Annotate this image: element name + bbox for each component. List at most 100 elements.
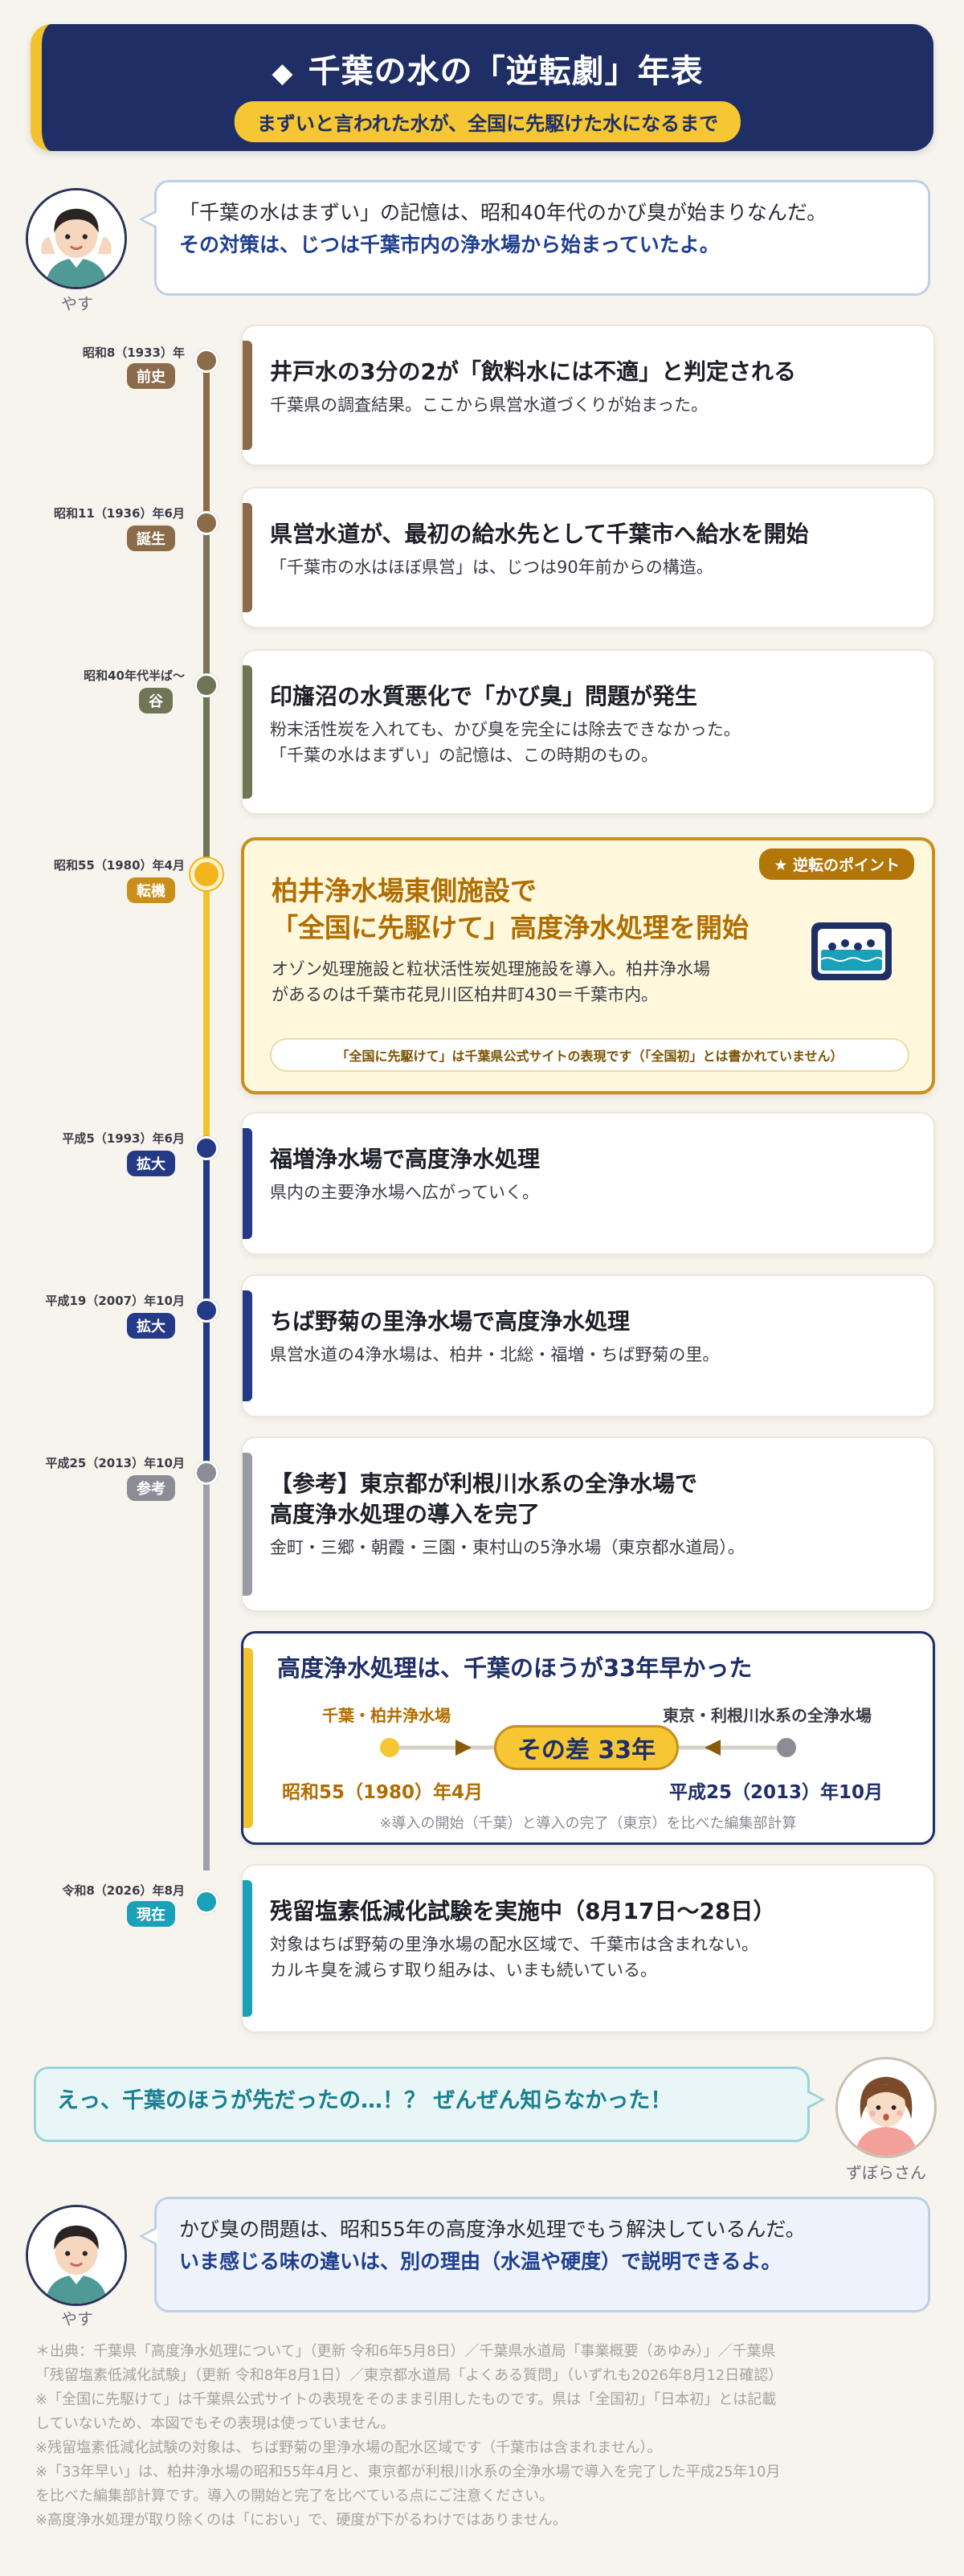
timeline-node	[194, 349, 219, 373]
comparison-box: 高度浄水処理は、千葉のほうが33年早かった 千葉・柏井浄水場 東京・利根川水系の…	[241, 1631, 935, 1845]
timeline-tag: 転機	[127, 877, 175, 903]
timeline-node	[194, 673, 219, 697]
reply-bubble: えっ、千葉のほうが先だったの…！？ ぜんぜん知らなかった！	[34, 2067, 825, 2142]
timeline-date: 平成19（2007）年10月	[45, 1294, 186, 1308]
page-title: ◆ 千葉の水の「逆転劇」年表	[42, 45, 933, 92]
comparison-left-label: 千葉・柏井浄水場	[322, 1706, 451, 1725]
timeline-card-1936: 県営水道が、最初の給水先として千葉市へ給水を開始 「千葉市の水はほぼ県営」は、じ…	[241, 487, 935, 628]
timeline-date: 平成25（2013）年10月	[45, 1456, 186, 1470]
speaker-name-intro: やす	[61, 294, 93, 313]
highlight-note: 「全国に先駆けて」は千葉県公式サイトの表現です（「全国初」とは書かれていません）	[270, 1038, 909, 1072]
card-body: 粉末活性炭を入れても、かび臭を完全には除去できなかった。 「千葉の水はまずい」の…	[270, 717, 908, 768]
highlight-title-line-1: 柏井浄水場東側施設で	[272, 875, 537, 906]
timeline-card-2026: 残留塩素低減化試験を実施中（8月17日〜28日） 対象はちば野菊の里浄水場の配水…	[241, 1864, 935, 2033]
comparison-right-label: 東京・利根川水系の全浄水場	[663, 1706, 872, 1725]
timeline-tag: 拡大	[127, 1151, 175, 1176]
card-body-line: カルキ臭を減らす取り組みは、いまも続いている。	[270, 1961, 657, 1980]
comparison-left-date: 昭和55（1980）年4月	[282, 1782, 484, 1803]
card-title: 県営水道が、最初の給水先として千葉市へ給水を開始	[270, 521, 809, 547]
card-title-line: 【参考】東京都が利根川水系の全浄水場で	[270, 1470, 698, 1497]
boy-avatar-icon	[28, 190, 125, 287]
timeline-card-2007: ちば野菊の里浄水場で高度浄水処理 県営水道の4浄水場は、柏井・北総・福増・ちば野…	[241, 1274, 935, 1417]
timeline-date: 平成5（1993）年6月	[62, 1131, 185, 1146]
timeline-date: 令和8（2026）年8月	[62, 1883, 185, 1898]
card-body: 県営水道の4浄水場は、柏井・北総・福増・ちば野菊の里。	[270, 1345, 720, 1364]
card-body: 「千葉市の水はほぼ県営」は、じつは90年前からの構造。	[270, 558, 713, 577]
timeline-tag: 谷	[139, 688, 173, 714]
intro-bubble: 「千葉の水はまずい」の記憶は、昭和40年代のかび臭が始まりなんだ。 その対策は、…	[139, 180, 930, 296]
timeline-tag: 前史	[127, 363, 175, 389]
card-body: 千葉県の調査結果。ここから県営水道づくりが始まった。	[270, 395, 709, 415]
footnote-line: 「残留塩素低減化試験」（更新 令和8年8月1日）／東京都水道局「よくある質問」（…	[35, 2367, 783, 2384]
page-title-text: 千葉の水の「逆転劇」年表	[308, 53, 704, 90]
page-subtitle: まずいと言われた水が、全国に先駆けた水になるまで	[234, 101, 741, 142]
card-body-line: 対象はちば野菊の里浄水場の配水区域で、千葉市は含まれない。	[270, 1935, 759, 1954]
timeline-node	[194, 1136, 219, 1160]
card-title-line: 高度浄水処理の導入を完了	[270, 1501, 541, 1527]
timeline-tag: 参考	[127, 1475, 175, 1501]
footnote-line: していないため、本図でもその表現は使っていません。	[35, 2415, 395, 2432]
avatar-yasu	[26, 188, 127, 289]
boy-avatar-icon	[28, 2207, 125, 2304]
speaker-name-closing: やす	[61, 2309, 93, 2329]
comparison-note: ※導入の開始（千葉）と導入の完了（東京）を比べた編集部計算	[379, 1815, 797, 1832]
avatar-zubora	[835, 2057, 937, 2158]
card-body-line: 「千葉の水はまずい」の記憶は、この時期のもの。	[270, 746, 658, 765]
timeline-node-highlight	[190, 858, 223, 890]
timeline-segment	[203, 683, 210, 874]
girl-avatar-icon	[838, 2059, 934, 2156]
card-body: 対象はちば野菊の里浄水場の配水区域で、千葉市は含まれない。 カルキ臭を減らす取り…	[270, 1932, 908, 1983]
reply-text: えっ、千葉のほうが先だったの…！？ ぜんぜん知らなかった！	[57, 2088, 672, 2113]
timeline-segment	[203, 362, 210, 522]
difference-pill: その差 33年	[494, 1725, 679, 1770]
card-title: 福増浄水場で高度浄水処理	[270, 1146, 541, 1172]
closing-bubble: かび臭の問題は、昭和55年の高度浄水処理でもう解決しているんだ。 いま感じる味の…	[139, 2197, 930, 2312]
timeline-tag: 誕生	[127, 525, 175, 551]
intro-line-2: その対策は、じつは千葉市内の浄水場から始まっていたよ。	[179, 233, 720, 256]
card-title: 【参考】東京都が利根川水系の全浄水場で 高度浄水処理の導入を完了	[270, 1469, 908, 1530]
timeline-tag: 現在	[127, 1901, 175, 1927]
footnote-line: を比べた編集部計算です。導入の開始と完了を比べている点にご注意ください。	[35, 2488, 554, 2504]
card-body: 県内の主要浄水場へ広がっていく。	[270, 1183, 539, 1202]
footnote-line: ※「全国に先駆けて」は千葉県公式サイトの表現をそのまま引用したものです。県は「全…	[35, 2391, 777, 2408]
closing-line-1: かび臭の問題は、昭和55年の高度浄水処理でもう解決しているんだ。	[179, 2218, 806, 2241]
highlight-body: オゾン処理施設と粒状活性炭処理施設を導入。柏井浄水場 があるのは千葉市花見川区柏…	[272, 956, 786, 1008]
closing-line-2: いま感じる味の違いは、別の理由（水温や硬度）で説明できるよ。	[179, 2250, 782, 2273]
timeline-segment	[203, 522, 210, 683]
timeline-card-1933: 井戸水の3分の2が「飲料水には不適」と判定される 千葉県の調査結果。ここから県営…	[241, 325, 935, 466]
comparison-title: 高度浄水処理は、千葉のほうが33年早かった	[277, 1654, 753, 1682]
turning-point-badge: ★ 逆転のポイント	[759, 848, 914, 880]
card-title: ちば野菊の里浄水場で高度浄水処理	[270, 1308, 631, 1335]
speaker-name-reply: ずぼらさん	[846, 2163, 926, 2182]
timeline-tag: 拡大	[127, 1313, 175, 1339]
timeline-segment	[203, 1469, 210, 1871]
footnote-line: ※「33年早い」は、柏井浄水場の昭和55年4月と、東京都が利根川水系の全浄水場で…	[35, 2464, 781, 2480]
comparison-right-date: 平成25（2013）年10月	[669, 1782, 884, 1803]
timeline-node	[194, 511, 219, 535]
water-treatment-icon	[810, 919, 893, 983]
footnotes: ＊出典：千葉県「高度浄水処理について」（更新 令和6年5月8日）／千葉県水道局「…	[35, 2340, 927, 2533]
timeline-card-2013: 【参考】東京都が利根川水系の全浄水場で 高度浄水処理の導入を完了 金町・三郷・朝…	[241, 1437, 935, 1612]
timeline-date: 昭和40年代半ば〜	[84, 669, 185, 683]
timeline-node	[194, 1298, 219, 1323]
intro-line-1: 「千葉の水はまずい」の記憶は、昭和40年代のかび臭が始まりなんだ。	[179, 201, 827, 224]
highlight-body-line: オゾン処理施設と粒状活性炭処理施設を導入。柏井浄水場	[272, 959, 710, 979]
footnote-line: ※高度浄水処理が取り除くのは「におい」で、硬度が下がるわけではありません。	[35, 2512, 567, 2529]
footnote-line: ＊出典：千葉県「高度浄水処理について」（更新 令和6年5月8日）／千葉県水道局「…	[35, 2343, 776, 2360]
card-title: 残留塩素低減化試験を実施中（8月17日〜28日）	[270, 1898, 776, 1924]
highlight-body-line: があるのは千葉市花見川区柏井町430＝千葉市内。	[272, 985, 659, 1004]
diamond-icon: ◆	[272, 57, 294, 89]
timeline-node	[194, 1461, 219, 1485]
avatar-yasu-closing	[26, 2205, 127, 2306]
highlight-card-1980: ★ 逆転のポイント 柏井浄水場東側施設で 「全国に先駆けて」高度浄水処理を開始 …	[241, 837, 935, 1094]
card-title: 印旛沼の水質悪化で「かび臭」問題が発生	[270, 683, 698, 709]
card-title: 井戸水の3分の2が「飲料水には不適」と判定される	[270, 358, 796, 385]
timeline-segment	[203, 874, 210, 1147]
header-banner: ◆ 千葉の水の「逆転劇」年表 まずいと言われた水が、全国に先駆けた水になるまで	[31, 24, 933, 151]
timeline-node	[194, 1890, 219, 1914]
card-body-line: 粉末活性炭を入れても、かび臭を完全には除去できなかった。	[270, 720, 741, 739]
highlight-title-line-2: 「全国に先駆けて」高度浄水処理を開始	[272, 912, 749, 943]
timeline-date: 昭和55（1980）年4月	[53, 858, 185, 873]
footnote-line: ※残留塩素低減化試験の対象は、ちば野菊の里浄水場の配水区域です（千葉市は含まれま…	[35, 2439, 662, 2456]
card-body: 金町・三郷・朝霞・三園・東村山の5浄水場（東京都水道局）。	[270, 1538, 745, 1557]
